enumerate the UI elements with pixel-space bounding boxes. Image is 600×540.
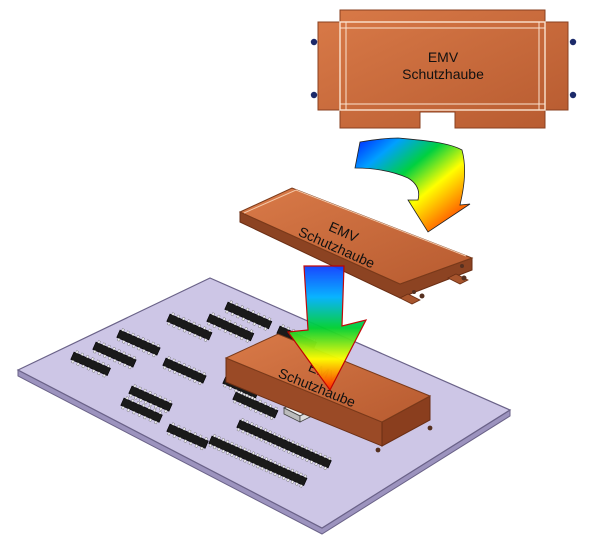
flat-cover-label-line2: Schutzhaube [402, 66, 484, 82]
ic-chip [70, 350, 111, 378]
folded-shield-cover: EMV Schutzhaube [238, 187, 474, 305]
rainbow-down-arrow-icon [286, 265, 368, 392]
ic-chip [128, 384, 173, 414]
mount-hole [569, 38, 577, 46]
mount-hole [569, 91, 577, 99]
ic-chip [166, 312, 213, 342]
flat-shield-cover: EMV Schutzhaube [310, 9, 577, 129]
ic-chip [120, 396, 163, 425]
mount-hole [310, 38, 318, 46]
rainbow-bend-arrow-icon [354, 137, 471, 233]
circuit-board [16, 277, 512, 535]
ic-chip [92, 340, 137, 370]
ic-chip [162, 356, 207, 386]
ic-chip [232, 390, 279, 420]
mount-hole [310, 91, 318, 99]
flat-cover-label-line1: EMV [428, 49, 459, 65]
ic-chip [208, 434, 308, 488]
ic-chip [224, 300, 273, 331]
ic-chip [166, 422, 209, 451]
ic-chip [236, 418, 332, 470]
ic-chip [206, 312, 255, 343]
ic-chip [116, 328, 161, 358]
